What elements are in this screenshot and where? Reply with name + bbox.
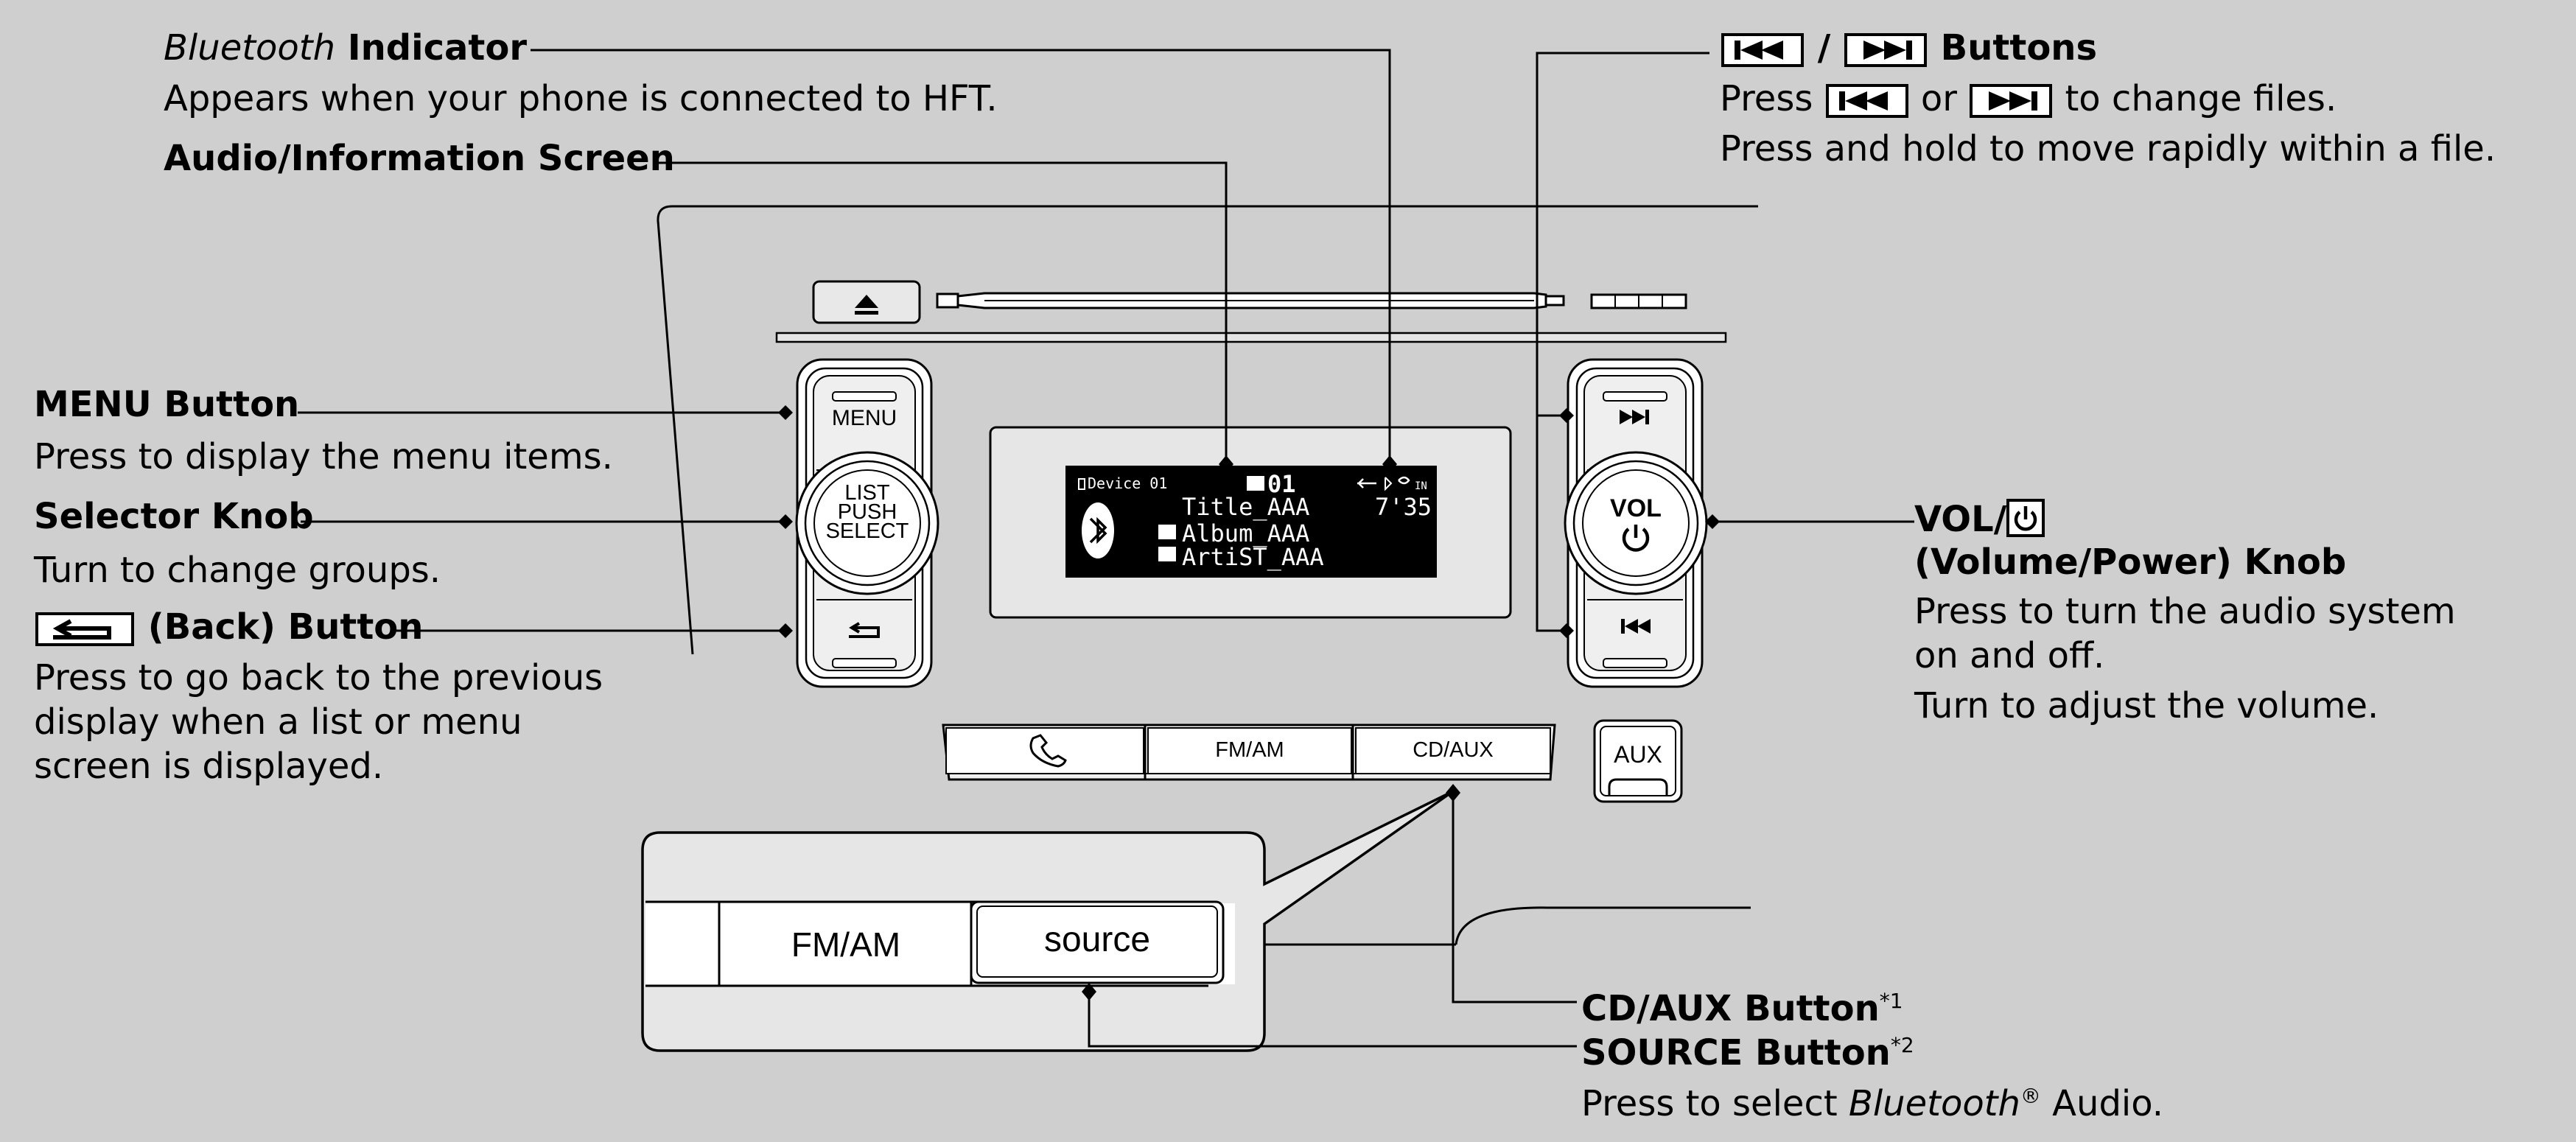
vol-power-knob[interactable] — [1564, 451, 1708, 595]
bluetooth-logo — [1082, 502, 1114, 558]
screen-status-icons — [1078, 476, 1410, 561]
inset-fm-am-button[interactable]: FM/AM — [791, 925, 901, 964]
selector-label-line-3: SELECT — [825, 519, 909, 543]
selector-label-line-2: PUSH — [837, 500, 897, 524]
fm-am-button[interactable]: FM/AM — [1215, 738, 1284, 762]
skip-title-rest: Buttons — [1928, 27, 2098, 69]
cd-aux-button[interactable]: CD/AUX — [1413, 738, 1494, 762]
vol-knob-desc-3: Turn to adjust the volume. — [1914, 685, 2379, 726]
display-time: 7'35 — [1375, 493, 1432, 521]
source-desc-a: Press to select — [1581, 1083, 1849, 1124]
skip-buttons-desc-1: Press or to change files. — [1720, 77, 2337, 121]
source-desc-reg: ® — [2020, 1084, 2041, 1108]
skip-forward-key-icon — [1844, 33, 1927, 67]
menu-button[interactable]: MENU — [831, 406, 897, 430]
skip-desc-b: or — [1909, 78, 1969, 119]
skip-forward-button[interactable] — [1584, 390, 1686, 457]
bluetooth-indicator-title-rest: Indicator — [335, 27, 528, 69]
menu-button-title: MENU Button — [34, 384, 300, 425]
back-button-title: (Back) Button — [34, 606, 423, 648]
cd-aux-title: CD/AUX Button*1 — [1581, 980, 1903, 1030]
cd-slot — [936, 292, 1687, 309]
selector-knob-desc: Turn to change groups. — [34, 550, 441, 591]
display-device-name: Device 01 — [1088, 474, 1168, 492]
display-album: Album_AAA — [1182, 519, 1310, 547]
vol-knob-title-2: (Volume/Power) Knob — [1914, 542, 2347, 583]
skip-title-sep: / — [1805, 27, 1843, 69]
back-button-desc-3: screen is displayed. — [34, 746, 384, 787]
audio-screen-title: Audio/Information Screen — [164, 138, 675, 179]
source-desc-b: Audio. — [2040, 1083, 2164, 1124]
selector-label-line-1: LIST — [844, 481, 890, 505]
aux-label: AUX — [1614, 741, 1662, 768]
source-title-text: SOURCE Button — [1581, 1032, 1891, 1073]
skip-back-key-icon-2 — [1825, 84, 1908, 118]
cd-aux-title-text: CD/AUX Button — [1581, 988, 1880, 1029]
phone-button[interactable] — [946, 728, 1144, 774]
dashboard-curve — [1455, 906, 1751, 945]
inset-source-button[interactable]: source — [1043, 920, 1151, 959]
vol-label: VOL — [1610, 494, 1662, 522]
vol-knob-title-text: VOL/ — [1914, 499, 2007, 540]
dashboard-outline — [657, 205, 1758, 655]
skip-desc-a: Press — [1720, 78, 1824, 119]
source-desc: Press to select Bluetooth® Audio. — [1581, 1074, 2163, 1126]
bluetooth-indicator-desc: Appears when your phone is connected to … — [164, 78, 998, 119]
power-icon — [1622, 525, 1650, 552]
power-key-icon — [2006, 499, 2045, 537]
back-button-title-text: (Back) Button — [136, 606, 424, 648]
leader-diamonds — [778, 405, 1720, 1001]
panel-trim — [775, 332, 1727, 343]
phone-icon — [1029, 734, 1067, 768]
source-footnote: *2 — [1890, 1033, 1914, 1057]
vol-knob-desc-1: Press to turn the audio system — [1914, 591, 2456, 632]
menu-button-desc: Press to display the menu items. — [34, 436, 613, 477]
bluetooth-indicator-title: Bluetooth Indicator — [164, 27, 527, 69]
display-title: Title_AAA — [1182, 493, 1310, 521]
skip-forward-key-icon-2 — [1970, 84, 2053, 118]
skip-desc-c: to change files. — [2054, 78, 2337, 119]
vol-knob-title-1: VOL/ — [1914, 498, 2045, 541]
source-desc-italic: Bluetooth — [1848, 1083, 2020, 1124]
skip-back-key-icon — [1721, 33, 1804, 67]
selector-knob[interactable] — [795, 451, 939, 595]
eject-button[interactable] — [812, 280, 921, 324]
skip-forward-icon — [1620, 410, 1649, 424]
bluetooth-indicator-title-italic: Bluetooth — [164, 27, 336, 69]
display-track-number: 01 — [1267, 470, 1296, 498]
cd-aux-footnote: *1 — [1879, 989, 1903, 1013]
aux-jack-button[interactable] — [1593, 719, 1683, 803]
display-artist: ArtiST_AAA — [1182, 543, 1324, 571]
selector-knob-title: Selector Knob — [34, 496, 314, 537]
display-in-label: IN — [1415, 480, 1427, 492]
skip-back-icon — [1621, 619, 1651, 634]
leader-lines — [298, 49, 1914, 1048]
vol-knob-desc-2: on and off. — [1914, 635, 2105, 676]
skip-buttons-title: / Buttons — [1720, 27, 2097, 69]
back-key-icon — [35, 612, 134, 646]
source-inset — [641, 790, 1456, 1052]
selector-knob-label: LIST PUSH SELECT — [814, 481, 920, 543]
bottom-button-strip — [942, 724, 1556, 781]
source-title: SOURCE Button*2 — [1581, 1024, 1914, 1074]
back-button-desc-1: Press to go back to the previous — [34, 657, 603, 698]
back-button[interactable] — [813, 604, 915, 656]
skip-back-button[interactable] — [1584, 604, 1686, 656]
skip-buttons-desc-2: Press and hold to move rapidly within a … — [1720, 128, 2496, 169]
back-button-desc-2: display when a list or menu — [34, 701, 522, 743]
